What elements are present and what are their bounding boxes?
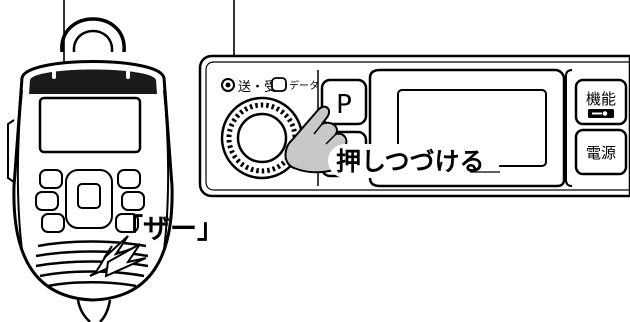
function-key-label: 機能 [586, 90, 616, 108]
hand-microphone [7, 17, 174, 322]
p-key-label: P [336, 90, 352, 120]
noise-sound-annotation: 「ザー」 [89, 213, 224, 278]
data-label: データ [289, 79, 319, 92]
data-led [271, 77, 287, 92]
press-and-hold-callout: 押しつづける [328, 144, 500, 178]
p-key[interactable] [320, 78, 368, 126]
power-key[interactable] [574, 128, 628, 176]
callout-bubble [328, 144, 500, 178]
power-key-label: 電源 [586, 144, 616, 162]
speaker-grille [35, 240, 149, 288]
mic-led-indicator [52, 70, 56, 79]
mic-display [38, 96, 142, 154]
press-and-hold-label: 押しつづける [336, 147, 485, 176]
tx-rx-label: 送・受 [238, 80, 277, 95]
mic-keypad [35, 169, 145, 233]
noise-sound-label: 「ザー」 [116, 213, 224, 245]
